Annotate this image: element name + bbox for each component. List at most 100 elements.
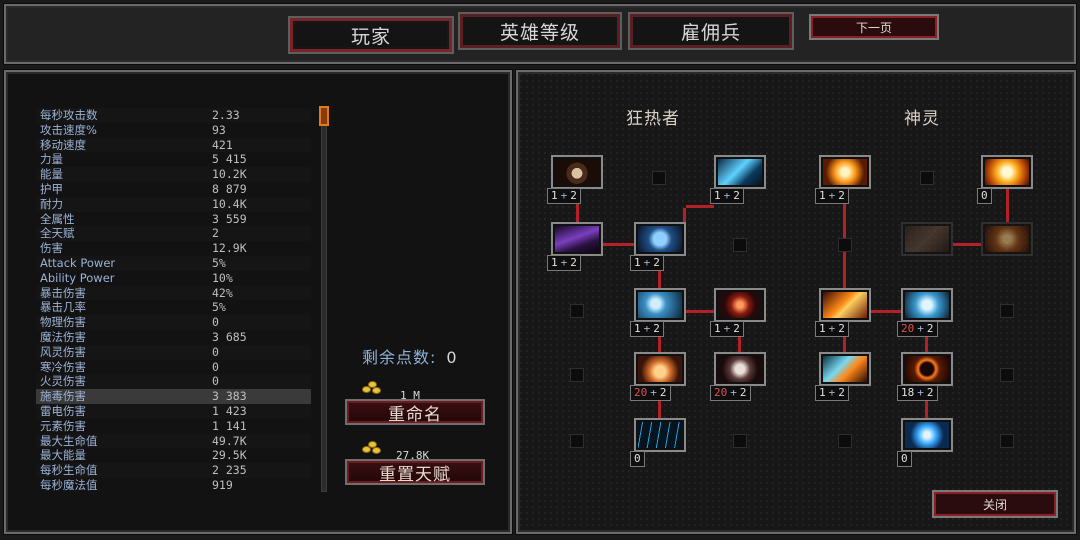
- talent-level-base: 1: [634, 322, 641, 335]
- tab-hero-level[interactable]: 英雄等级: [458, 12, 622, 50]
- bone-crystal-icon: [905, 292, 949, 318]
- talent-node[interactable]: [551, 155, 603, 189]
- talent-level-bonus: 2: [838, 386, 845, 399]
- talent-level: 0: [977, 188, 992, 204]
- plus-sign: +: [828, 386, 836, 399]
- talent-level-base: 1: [819, 386, 826, 399]
- stat-row: 攻击速度%93: [36, 123, 311, 138]
- stat-value: 0: [212, 374, 219, 389]
- frost-wolf-icon: [638, 292, 682, 318]
- talent-node[interactable]: [901, 352, 953, 386]
- talent-node[interactable]: [714, 288, 766, 322]
- empty-talent-slot: [920, 171, 934, 185]
- stat-label: 每秒生命值: [40, 463, 98, 478]
- talent-level-bonus: 2: [739, 386, 747, 399]
- stat-label: 伤害: [40, 241, 63, 256]
- stat-value: 3 383: [212, 389, 247, 404]
- talent-level-bonus: 2: [838, 189, 845, 202]
- talent-level: 1+2: [815, 188, 849, 204]
- talent-node[interactable]: [819, 352, 871, 386]
- stat-value: 421: [212, 137, 233, 152]
- stat-value: 3 559: [212, 211, 247, 226]
- stat-value: 8 879: [212, 181, 247, 196]
- stat-value: 1 423: [212, 403, 247, 418]
- stat-label: 能量: [40, 167, 63, 182]
- stat-value: 10.4K: [212, 196, 247, 211]
- tab-player[interactable]: 玩家: [288, 16, 454, 54]
- talent-node[interactable]: [901, 418, 953, 452]
- empty-talent-slot: [652, 171, 666, 185]
- tab-mercenary[interactable]: 雇佣兵: [628, 12, 794, 50]
- talent-node[interactable]: [634, 222, 686, 256]
- talent-node[interactable]: [981, 155, 1033, 189]
- stat-value: 2: [212, 226, 219, 241]
- talent-node[interactable]: [901, 288, 953, 322]
- stat-label: Ability Power: [40, 270, 115, 285]
- next-page-button[interactable]: 下一页: [809, 14, 939, 40]
- talent-level: 1+2: [710, 321, 744, 337]
- plus-sign: +: [650, 386, 657, 399]
- gold-coin-icon: [362, 381, 384, 395]
- talent-level-bonus: 2: [570, 189, 577, 202]
- talent-level-bonus: 2: [570, 256, 577, 269]
- talent-node[interactable]: [551, 222, 603, 256]
- stat-label: 每秒攻击数: [40, 108, 98, 122]
- plus-sign: +: [828, 189, 836, 202]
- plus-sign: +: [730, 386, 737, 399]
- empty-talent-slot: [733, 434, 747, 448]
- talent-node[interactable]: [634, 288, 686, 322]
- talent-level-base: 1: [551, 256, 558, 269]
- flame-ring-icon: [905, 356, 949, 382]
- talent-node[interactable]: [981, 222, 1033, 256]
- remaining-points-value: 0: [446, 348, 458, 367]
- cross-shield-icon: [905, 226, 949, 252]
- talent-link: [871, 310, 901, 313]
- blood-burst-icon: [718, 292, 762, 318]
- talent-node[interactable]: [714, 155, 766, 189]
- stat-value: 0: [212, 344, 219, 359]
- talent-node[interactable]: [819, 155, 871, 189]
- empty-talent-slot: [733, 238, 747, 252]
- talent-node[interactable]: [819, 288, 871, 322]
- empty-talent-slot: [570, 304, 584, 318]
- talent-node[interactable]: [634, 418, 686, 452]
- close-button[interactable]: 关闭: [932, 490, 1058, 518]
- stat-label: 全天赋: [40, 226, 75, 241]
- stat-label: 寒冷伤害: [40, 359, 86, 374]
- reset-talents-button[interactable]: 重置天赋: [345, 459, 485, 485]
- talent-level: 1+2: [547, 188, 581, 204]
- talent-level: 1+2: [547, 255, 581, 271]
- talent-node[interactable]: [901, 222, 953, 256]
- stat-value: 5%: [212, 300, 226, 315]
- talent-level-base: 0: [981, 189, 988, 202]
- talent-link: [738, 322, 741, 352]
- stats-scroll-thumb[interactable]: [319, 106, 329, 126]
- shadow-dragon-icon: [555, 226, 599, 252]
- talent-link: [658, 256, 661, 288]
- talent-level-base: 18: [901, 386, 915, 399]
- talent-level-base: 1: [819, 189, 826, 202]
- talent-level: 1+2: [815, 385, 849, 401]
- talent-node[interactable]: [714, 352, 766, 386]
- plus-sign: +: [723, 189, 731, 202]
- stat-label: 施毒伤害: [40, 389, 86, 404]
- empty-talent-slot: [1000, 304, 1014, 318]
- rename-button[interactable]: 重命名: [345, 399, 485, 425]
- talent-node[interactable]: [634, 352, 686, 386]
- talent-level-base: 1: [819, 322, 826, 335]
- talent-level-base: 20: [634, 386, 648, 399]
- talent-level: 0: [897, 451, 912, 467]
- talent-link: [925, 322, 928, 352]
- next-page-label: 下一页: [855, 20, 892, 35]
- stat-label: 攻击速度%: [40, 122, 97, 137]
- remaining-points: 剩余点数:0: [362, 344, 458, 368]
- stats-scrollbar[interactable]: [321, 108, 327, 492]
